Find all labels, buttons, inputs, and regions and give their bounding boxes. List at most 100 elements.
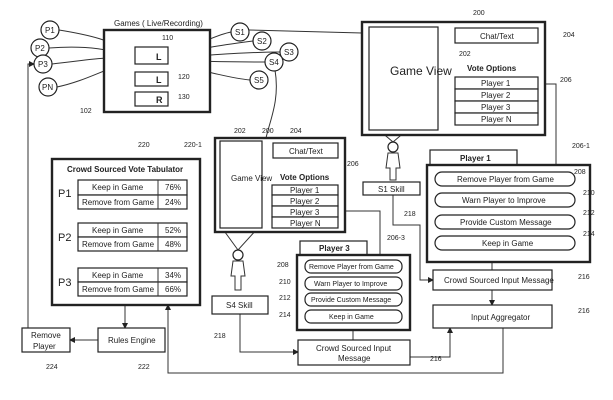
crowd-sourced-input-message-bottom: Crowd Sourced InputMessage216 [298, 340, 442, 365]
label: Warn Player to Improve [462, 196, 546, 205]
label: S4 Skill [226, 301, 253, 310]
label: Player N [481, 115, 512, 124]
label: Crowd Sourced Vote Tabulator [67, 165, 183, 174]
vote-options-list: Player 1 Player 2 Player 3 Player N [455, 77, 538, 125]
label: Player 3 [290, 208, 320, 217]
label: P3 [38, 60, 48, 69]
label: 202 [234, 128, 246, 135]
label: 34% [165, 271, 181, 280]
label: 202 [459, 51, 471, 58]
label: S5 [254, 76, 264, 85]
rules-engine: Rules Engine 222 [98, 328, 165, 371]
label: 200 [262, 128, 274, 135]
label: Keep in Game [482, 239, 534, 248]
label: Chat/Text [289, 147, 324, 156]
label: P2 [58, 232, 71, 244]
vote-tabulator: Crowd Sourced Vote Tabulator 220 220-1 P… [52, 142, 202, 305]
label: 214 [583, 231, 595, 238]
label: L [156, 75, 162, 85]
person-icon [386, 142, 400, 180]
label: 102 [80, 108, 92, 115]
label: L [156, 52, 162, 62]
label: P2 [35, 44, 45, 53]
label: Player 3 [481, 103, 511, 112]
label: Remove from Game [82, 240, 155, 249]
shape [388, 142, 398, 152]
label: Player 1 [481, 79, 511, 88]
label: 120 [178, 74, 190, 81]
label: Rules Engine [108, 336, 156, 345]
label: Player 2 [481, 91, 511, 100]
shape [135, 92, 168, 106]
label: Crowd Sourced Input Message [444, 276, 554, 285]
label: 24% [165, 198, 181, 207]
label: 224 [46, 364, 58, 371]
label: Game View [231, 174, 272, 183]
shape [28, 64, 34, 328]
games-box: Games ( Live/Recording) L L R 110 120 13… [80, 19, 210, 115]
label: S3 [284, 48, 294, 57]
shape [135, 72, 168, 86]
game-view [369, 27, 438, 130]
label: Remove [31, 331, 61, 340]
label: Chat/Text [480, 32, 515, 41]
label: 220 [138, 142, 150, 149]
label: 212 [583, 210, 595, 217]
player-nodes: P1 P2 P3 PN [31, 21, 59, 96]
shape [135, 47, 168, 64]
label: 206 [347, 161, 359, 168]
crowd-sourced-input-message-right: Crowd Sourced Input Message216 [433, 270, 590, 290]
label: Vote Options [280, 173, 330, 182]
label: Keep in Game [92, 183, 144, 192]
label: PN [42, 83, 53, 92]
label: 204 [563, 32, 575, 39]
label: Player 1 [290, 186, 320, 195]
label: 220-1 [184, 142, 202, 149]
label: 76% [165, 183, 181, 192]
label: Keep in Game [329, 314, 374, 321]
label: 200 [473, 10, 485, 17]
label: 218 [214, 333, 226, 340]
label: Provide Custom Message [460, 218, 552, 227]
shape [386, 153, 400, 180]
label: Remove from Game [82, 285, 155, 294]
label: Games ( Live/Recording) [114, 19, 203, 28]
label: S2 [257, 37, 267, 46]
label: Remove Player from Game [309, 264, 394, 271]
label: Provide Custom Message [311, 297, 391, 304]
shape [240, 314, 298, 352]
label: 206 [560, 77, 572, 84]
label: 206-1 [572, 143, 590, 150]
label: 216 [578, 308, 590, 315]
label: Player 3 [319, 244, 350, 253]
person-icon [231, 250, 245, 290]
label: Input Aggregator [471, 313, 530, 322]
label: Vote Options [467, 64, 517, 73]
label: Player [33, 342, 56, 351]
label: 48% [165, 240, 181, 249]
label: 222 [138, 364, 150, 371]
label: Warn Player to Improve [314, 281, 387, 288]
label: Game View [390, 64, 452, 78]
label: 216 [430, 356, 442, 363]
label: P1 [45, 26, 55, 35]
label: R [156, 95, 163, 105]
shape [231, 261, 245, 290]
label: Crowd Sourced Input [316, 344, 392, 353]
remove-player-box: RemovePlayer 224 [22, 328, 70, 371]
shape [220, 141, 262, 228]
label: Keep in Game [92, 226, 144, 235]
shape [233, 250, 243, 260]
label: 66% [165, 285, 181, 294]
label: 110 [162, 35, 173, 42]
label: 210 [583, 190, 595, 197]
label: 204 [290, 128, 302, 135]
label: Player 2 [290, 197, 320, 206]
shape [410, 328, 450, 357]
label: 214 [279, 312, 291, 319]
label: S4 [269, 58, 279, 67]
player-1-panel: Player 1 Remove Player from Game Warn Pl… [427, 143, 595, 262]
label: 208 [277, 262, 289, 269]
label: 130 [178, 94, 190, 101]
